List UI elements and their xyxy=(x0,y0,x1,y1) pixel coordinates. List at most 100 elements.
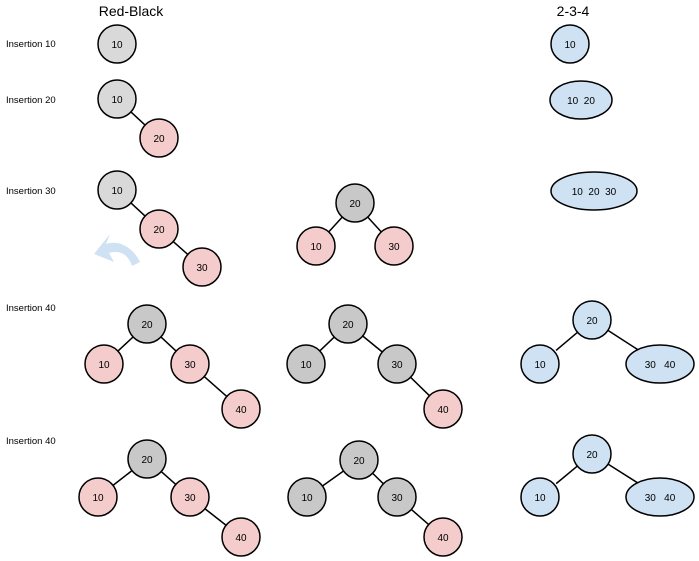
tree-edge xyxy=(130,111,146,126)
two-three-four-node: 10 xyxy=(520,344,560,384)
rb-node-red: 20 xyxy=(139,118,179,158)
two-three-four-node: 10 20 xyxy=(549,80,613,120)
row-labels: Insertion 10 Insertion 20 Insertion 30 Inse… xyxy=(6,39,56,447)
row-label: Insertion 40 xyxy=(6,436,56,447)
decorations xyxy=(94,234,140,266)
two-three-four-node-label: 20 xyxy=(586,450,598,461)
rb-node-black-label: 10 xyxy=(300,360,312,371)
two-three-four-edge xyxy=(555,331,578,352)
tree-edge xyxy=(322,470,344,487)
tree-edge xyxy=(328,216,343,233)
rb-node-black-shape xyxy=(127,439,167,479)
rb-node-red: 40 xyxy=(221,517,261,557)
rb-node-red-label: 10 xyxy=(310,242,322,253)
rb-node-red-label: 40 xyxy=(437,405,449,416)
rb-node-black: 30 xyxy=(377,344,417,384)
rb-node-black-label: 30 xyxy=(391,360,403,371)
rb-node-initial: 10 xyxy=(97,170,137,210)
two-three-four-node-shape xyxy=(572,434,612,474)
rb-node-black-shape xyxy=(339,440,379,480)
rb-node-red-shape xyxy=(182,247,222,287)
rb-node-black-label: 30 xyxy=(391,493,403,504)
two-three-four-node-shape xyxy=(520,477,560,517)
edges-layer xyxy=(112,111,643,526)
rb-node-red-label: 10 xyxy=(92,493,104,504)
row-label: Insertion 10 xyxy=(6,39,56,50)
two-three-four-node-label: 10 20 30 xyxy=(572,187,617,198)
rb-node-red-shape xyxy=(139,118,179,158)
rb-node-red-shape xyxy=(221,517,261,557)
rb-node-black-label: 20 xyxy=(141,455,153,466)
rb-node-initial-shape xyxy=(97,24,137,64)
rb-node-black: 20 xyxy=(328,304,368,344)
rb-node-red-label: 30 xyxy=(388,242,400,253)
two-three-four-node: 20 xyxy=(572,300,612,340)
rb-node-black-label: 20 xyxy=(141,320,153,331)
header-red-black: Red-Black xyxy=(99,3,165,19)
tree-edge xyxy=(372,472,384,485)
rb-node-red-shape xyxy=(423,389,463,429)
rb-node-red: 40 xyxy=(221,389,261,429)
rb-node-red-shape xyxy=(84,344,124,384)
rb-node-black-label: 20 xyxy=(342,320,354,331)
rb-node-initial: 10 xyxy=(97,79,137,119)
tree-edge xyxy=(172,241,189,255)
row-label: Insertion 40 xyxy=(6,303,56,314)
row-label: Insertion 20 xyxy=(6,95,56,106)
rb-node-red-shape xyxy=(78,477,118,517)
tree-edge xyxy=(367,216,382,233)
rb-node-red: 10 xyxy=(296,226,336,266)
rb-node-initial-shape xyxy=(97,79,137,119)
tree-edge xyxy=(112,470,133,486)
two-three-four-node-label: 30 40 xyxy=(645,493,676,504)
tree-edge xyxy=(362,335,383,353)
rb-node-red: 20 xyxy=(139,209,179,249)
tree-edge xyxy=(204,508,227,526)
row-label: Insertion 30 xyxy=(6,186,56,197)
tree-edge xyxy=(160,471,177,485)
rb-node-red: 30 xyxy=(374,226,414,266)
rb-node-red: 30 xyxy=(170,477,210,517)
rb-node-initial-label: 10 xyxy=(111,186,123,197)
two-three-four-node: 10 xyxy=(520,477,560,517)
two-three-four-edge xyxy=(607,463,643,487)
rb-node-red-label: 20 xyxy=(153,225,165,236)
tree-edge xyxy=(117,336,134,352)
rb-node-initial-label: 10 xyxy=(111,95,123,106)
rb-node-red: 40 xyxy=(423,517,463,557)
rb-node-initial: 10 xyxy=(97,24,137,64)
two-three-four-node: 10 xyxy=(550,24,590,64)
header-2-3-4: 2-3-4 xyxy=(557,3,590,19)
two-three-four-node-shape xyxy=(625,477,695,517)
rb-node-black-shape xyxy=(127,304,167,344)
tree-edge xyxy=(203,376,228,397)
two-three-four-node-shape xyxy=(550,24,590,64)
two-three-four-node-shape xyxy=(520,344,560,384)
rb-node-black-shape xyxy=(287,477,327,517)
tree-edge xyxy=(160,336,177,352)
rb-node-red: 30 xyxy=(170,344,210,384)
two-three-four-node-label: 30 40 xyxy=(645,360,676,371)
rb-node-red-shape xyxy=(423,517,463,557)
rb-node-red-label: 30 xyxy=(184,360,196,371)
rb-node-red: 30 xyxy=(182,247,222,287)
two-three-four-node-shape xyxy=(572,300,612,340)
rb-node-black-shape xyxy=(286,344,326,384)
rb-node-black-shape xyxy=(335,183,375,223)
rb-node-black: 20 xyxy=(335,183,375,223)
two-three-four-node: 10 20 30 xyxy=(550,171,638,211)
two-three-four-edge xyxy=(555,465,578,485)
two-three-four-node-label: 10 xyxy=(564,40,576,51)
two-three-four-node-shape xyxy=(549,80,613,120)
rb-node-red: 10 xyxy=(78,477,118,517)
two-three-four-node-shape xyxy=(550,171,638,211)
two-three-four-edge xyxy=(607,329,643,354)
rb-node-black-label: 20 xyxy=(353,456,365,467)
rb-node-red: 10 xyxy=(84,344,124,384)
two-three-four-node-label: 10 20 xyxy=(567,96,595,107)
rb-node-red-label: 10 xyxy=(98,360,110,371)
rotate-left-arrow-icon xyxy=(94,234,140,266)
two-three-four-node-label: 10 xyxy=(534,493,546,504)
rb-node-black: 10 xyxy=(287,477,327,517)
rb-node-red-label: 30 xyxy=(196,263,208,274)
